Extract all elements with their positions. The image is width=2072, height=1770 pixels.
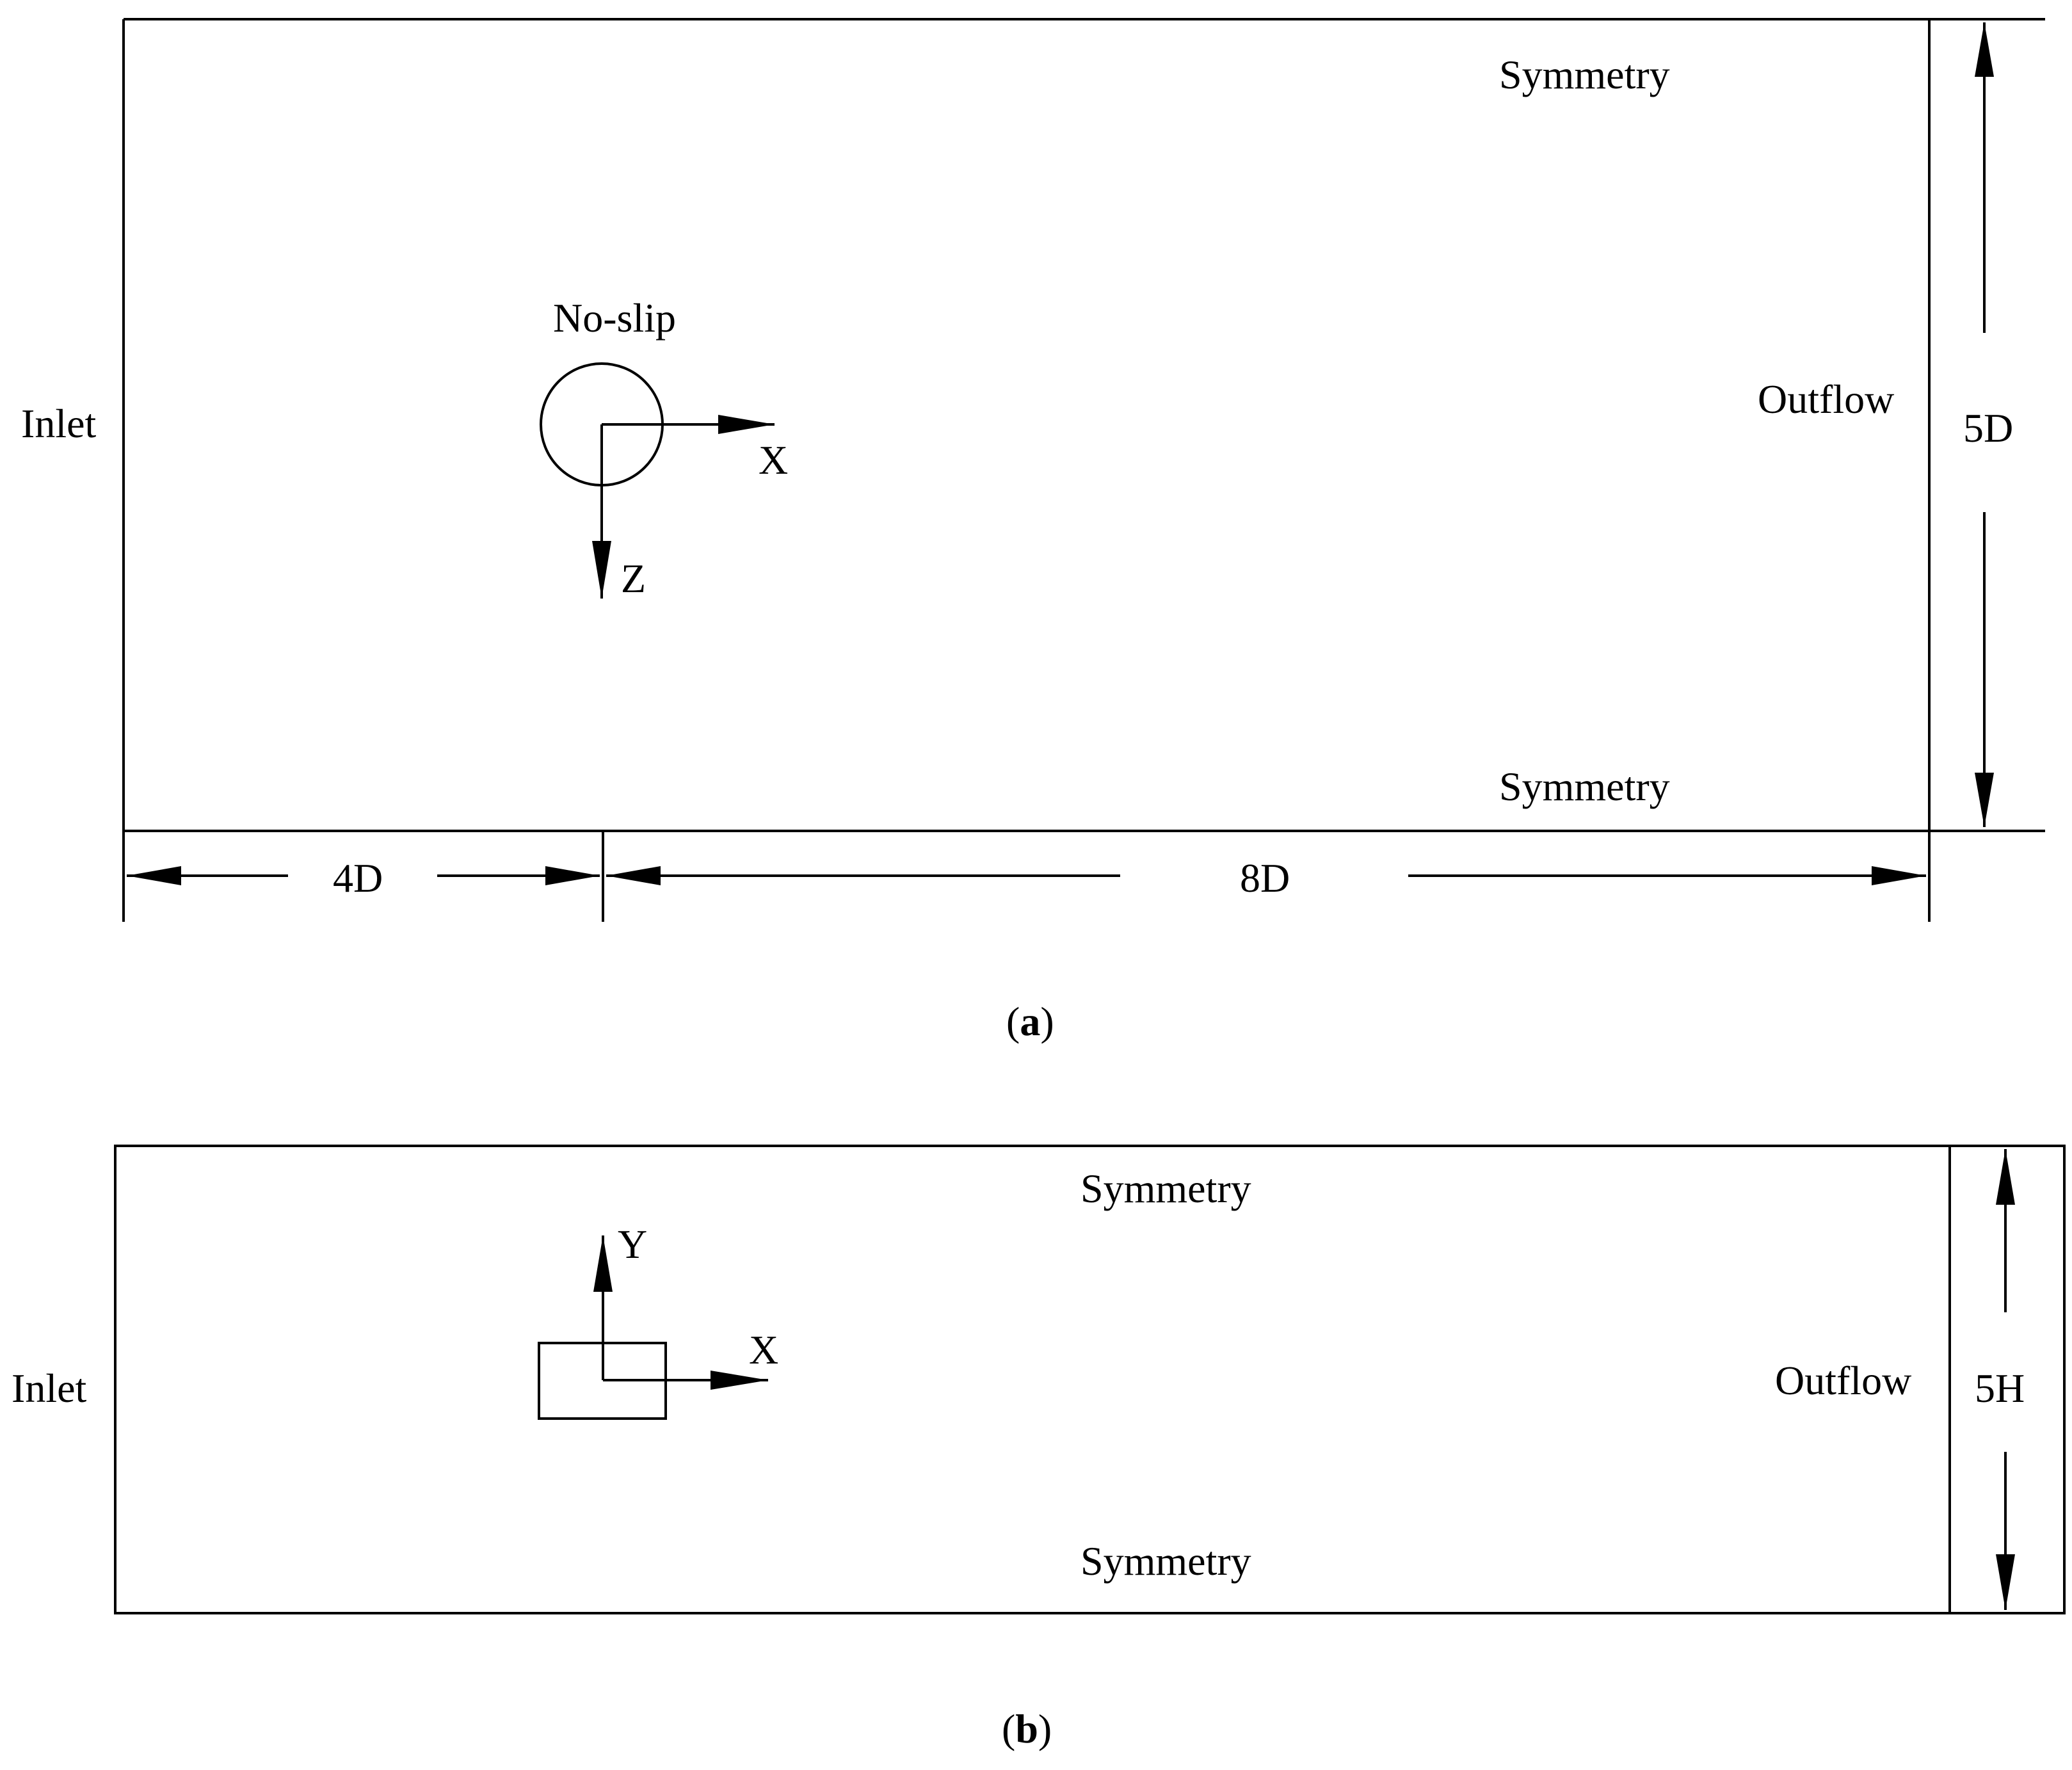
caption-a-letter: a: [1020, 999, 1040, 1044]
panel-a: Inlet Outflow Symmetry Symmetry No-slip …: [21, 18, 2045, 1044]
noslip-label: No-slip: [553, 295, 676, 341]
dim-8d-left-arrowhead: [606, 866, 661, 885]
caption-b-open: (: [1002, 1706, 1015, 1751]
panel-b: Inlet Outflow Symmetry Symmetry X Y 5H (…: [12, 1145, 2066, 1751]
dim-4d-left-arrowhead: [127, 866, 181, 885]
symmetry-bottom-label-b: Symmetry: [1080, 1538, 1251, 1584]
y-axis-label: Y: [618, 1221, 647, 1267]
y-axis-arrowhead: [593, 1235, 613, 1292]
dim-5h-upper-arrowhead: [1996, 1149, 2015, 1205]
dim-5h-label: 5H: [1975, 1365, 2025, 1411]
z-axis-label: Z: [621, 556, 646, 601]
dim-4d-right-arrowhead: [545, 866, 600, 885]
caption-b: (b): [1002, 1706, 1052, 1751]
dim-8d-label: 8D: [1240, 855, 1290, 901]
x-axis-arrowhead-a: [718, 415, 775, 434]
inlet-label-b: Inlet: [12, 1365, 87, 1411]
caption-b-close: ): [1038, 1706, 1052, 1751]
outflow-label-b: Outflow: [1775, 1358, 1911, 1403]
outflow-label-a: Outflow: [1758, 376, 1894, 422]
caption-b-letter: b: [1015, 1706, 1038, 1751]
caption-a: (a): [1006, 999, 1054, 1044]
dim-5d-label: 5D: [1963, 405, 2013, 451]
symmetry-top-label-b: Symmetry: [1080, 1166, 1251, 1211]
symmetry-top-label-a: Symmetry: [1499, 52, 1670, 97]
dim-5d-lower-arrowhead: [1975, 773, 1994, 827]
symmetry-bottom-label-a: Symmetry: [1499, 764, 1670, 809]
x-axis-label-a: X: [759, 437, 788, 483]
x-axis-label-b: X: [749, 1327, 778, 1372]
domain-b-boundary: [114, 1145, 2066, 1614]
x-axis-arrowhead-b: [711, 1371, 768, 1390]
dim-4d-label: 4D: [333, 855, 383, 901]
caption-a-close: ): [1040, 999, 1054, 1044]
dim-5d-upper-arrowhead: [1975, 22, 1994, 77]
dim-8d-right-arrowhead: [1872, 866, 1926, 885]
z-axis-arrowhead: [592, 541, 611, 599]
caption-a-open: (: [1006, 999, 1020, 1044]
inlet-label-a: Inlet: [21, 401, 97, 446]
dim-5h-lower-arrowhead: [1996, 1554, 2015, 1610]
